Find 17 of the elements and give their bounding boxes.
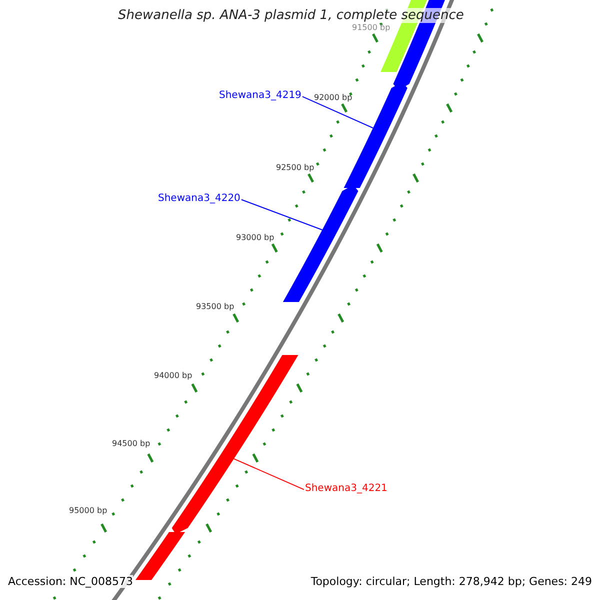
leader-line [233, 458, 304, 490]
position-label: 94000 bp [154, 371, 192, 380]
gene-feature-bar [135, 532, 186, 580]
leader-line [302, 96, 374, 128]
position-label: 93500 bp [196, 302, 234, 311]
position-label: 92000 bp [314, 93, 352, 102]
position-label: 95000 bp [69, 506, 108, 515]
accession-text: Accession: NC_008573 [8, 575, 134, 588]
gene-label: Shewana3_4219 [219, 90, 302, 101]
topology-text: Topology: circular; Length: 278,942 bp; Genes: 249 [310, 575, 592, 588]
position-label: 93000 bp [236, 233, 274, 242]
title: Shewanella sp. ANA-3 plasmid 1, complete sequence [118, 8, 464, 23]
gene-feature-bar [282, 185, 358, 302]
gene-label: Shewana3_4220 [158, 193, 240, 204]
position-label: 91500 bp [352, 23, 390, 32]
gene-label: Shewana3_4221 [305, 483, 388, 494]
leader-line [240, 199, 323, 230]
